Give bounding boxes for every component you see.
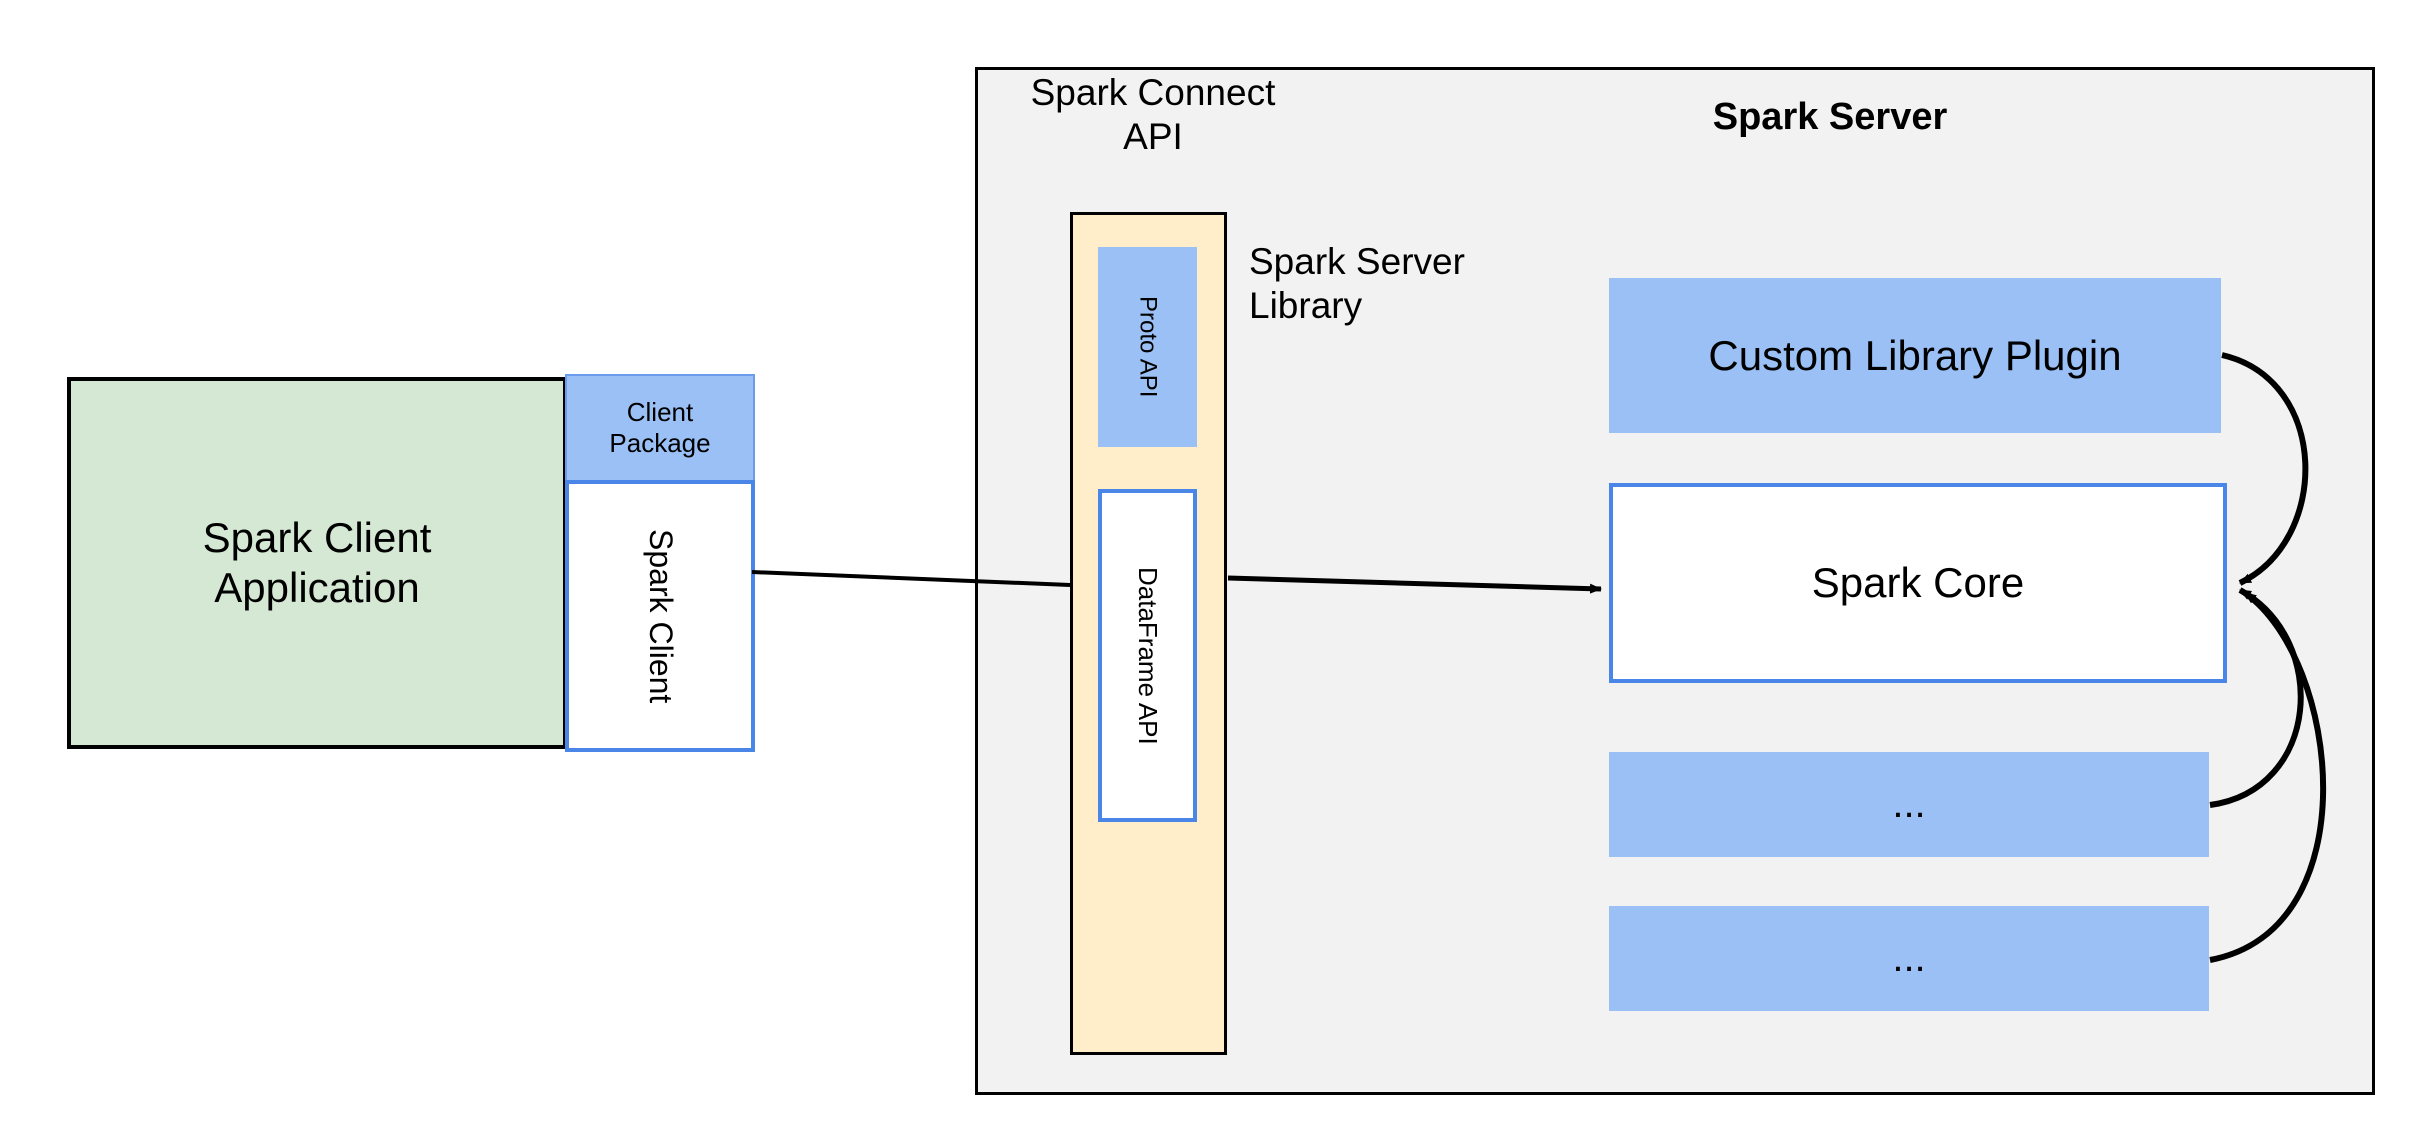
spark-client-application-box: Spark Client Application [67, 377, 567, 749]
client-package-label-line2: Package [609, 428, 711, 458]
dataframe-api-box: DataFrame API [1098, 489, 1197, 822]
spark-client-application-label-line1: Spark Client [202, 514, 432, 562]
spark-client-box: Spark Client [565, 480, 755, 752]
spark-server-library-label-line1: Spark Server [1249, 241, 1465, 282]
dataframe-api-label: DataFrame API [1132, 566, 1163, 745]
spark-server-library-label-line2: Library [1249, 284, 1363, 326]
spark-client-label: Spark Client [642, 528, 679, 704]
spark-client-application-label-line2: Application [214, 564, 420, 611]
proto-api-box: Proto API [1098, 247, 1197, 447]
spark-core-box: Spark Core [1609, 483, 2227, 683]
spark-connect-api-label: Spark Connect API [1013, 65, 1293, 161]
client-package-label-line1: Client [626, 397, 694, 428]
spark-connect-api-label-line2: API [1123, 115, 1183, 157]
proto-api-label: Proto API [1134, 296, 1162, 398]
ellipsis-box-1: ... [1609, 752, 2209, 857]
custom-library-plugin-box: Custom Library Plugin [1609, 278, 2221, 433]
spark-connect-api-label-line1: Spark Connect [1030, 72, 1276, 113]
client-package-box: Client Package [565, 374, 755, 482]
spark-server-title: Spark Server [1712, 95, 1948, 138]
ellipsis-box-2: ... [1609, 906, 2209, 1011]
spark-server-library-label: Spark Server Library [1249, 240, 1549, 350]
